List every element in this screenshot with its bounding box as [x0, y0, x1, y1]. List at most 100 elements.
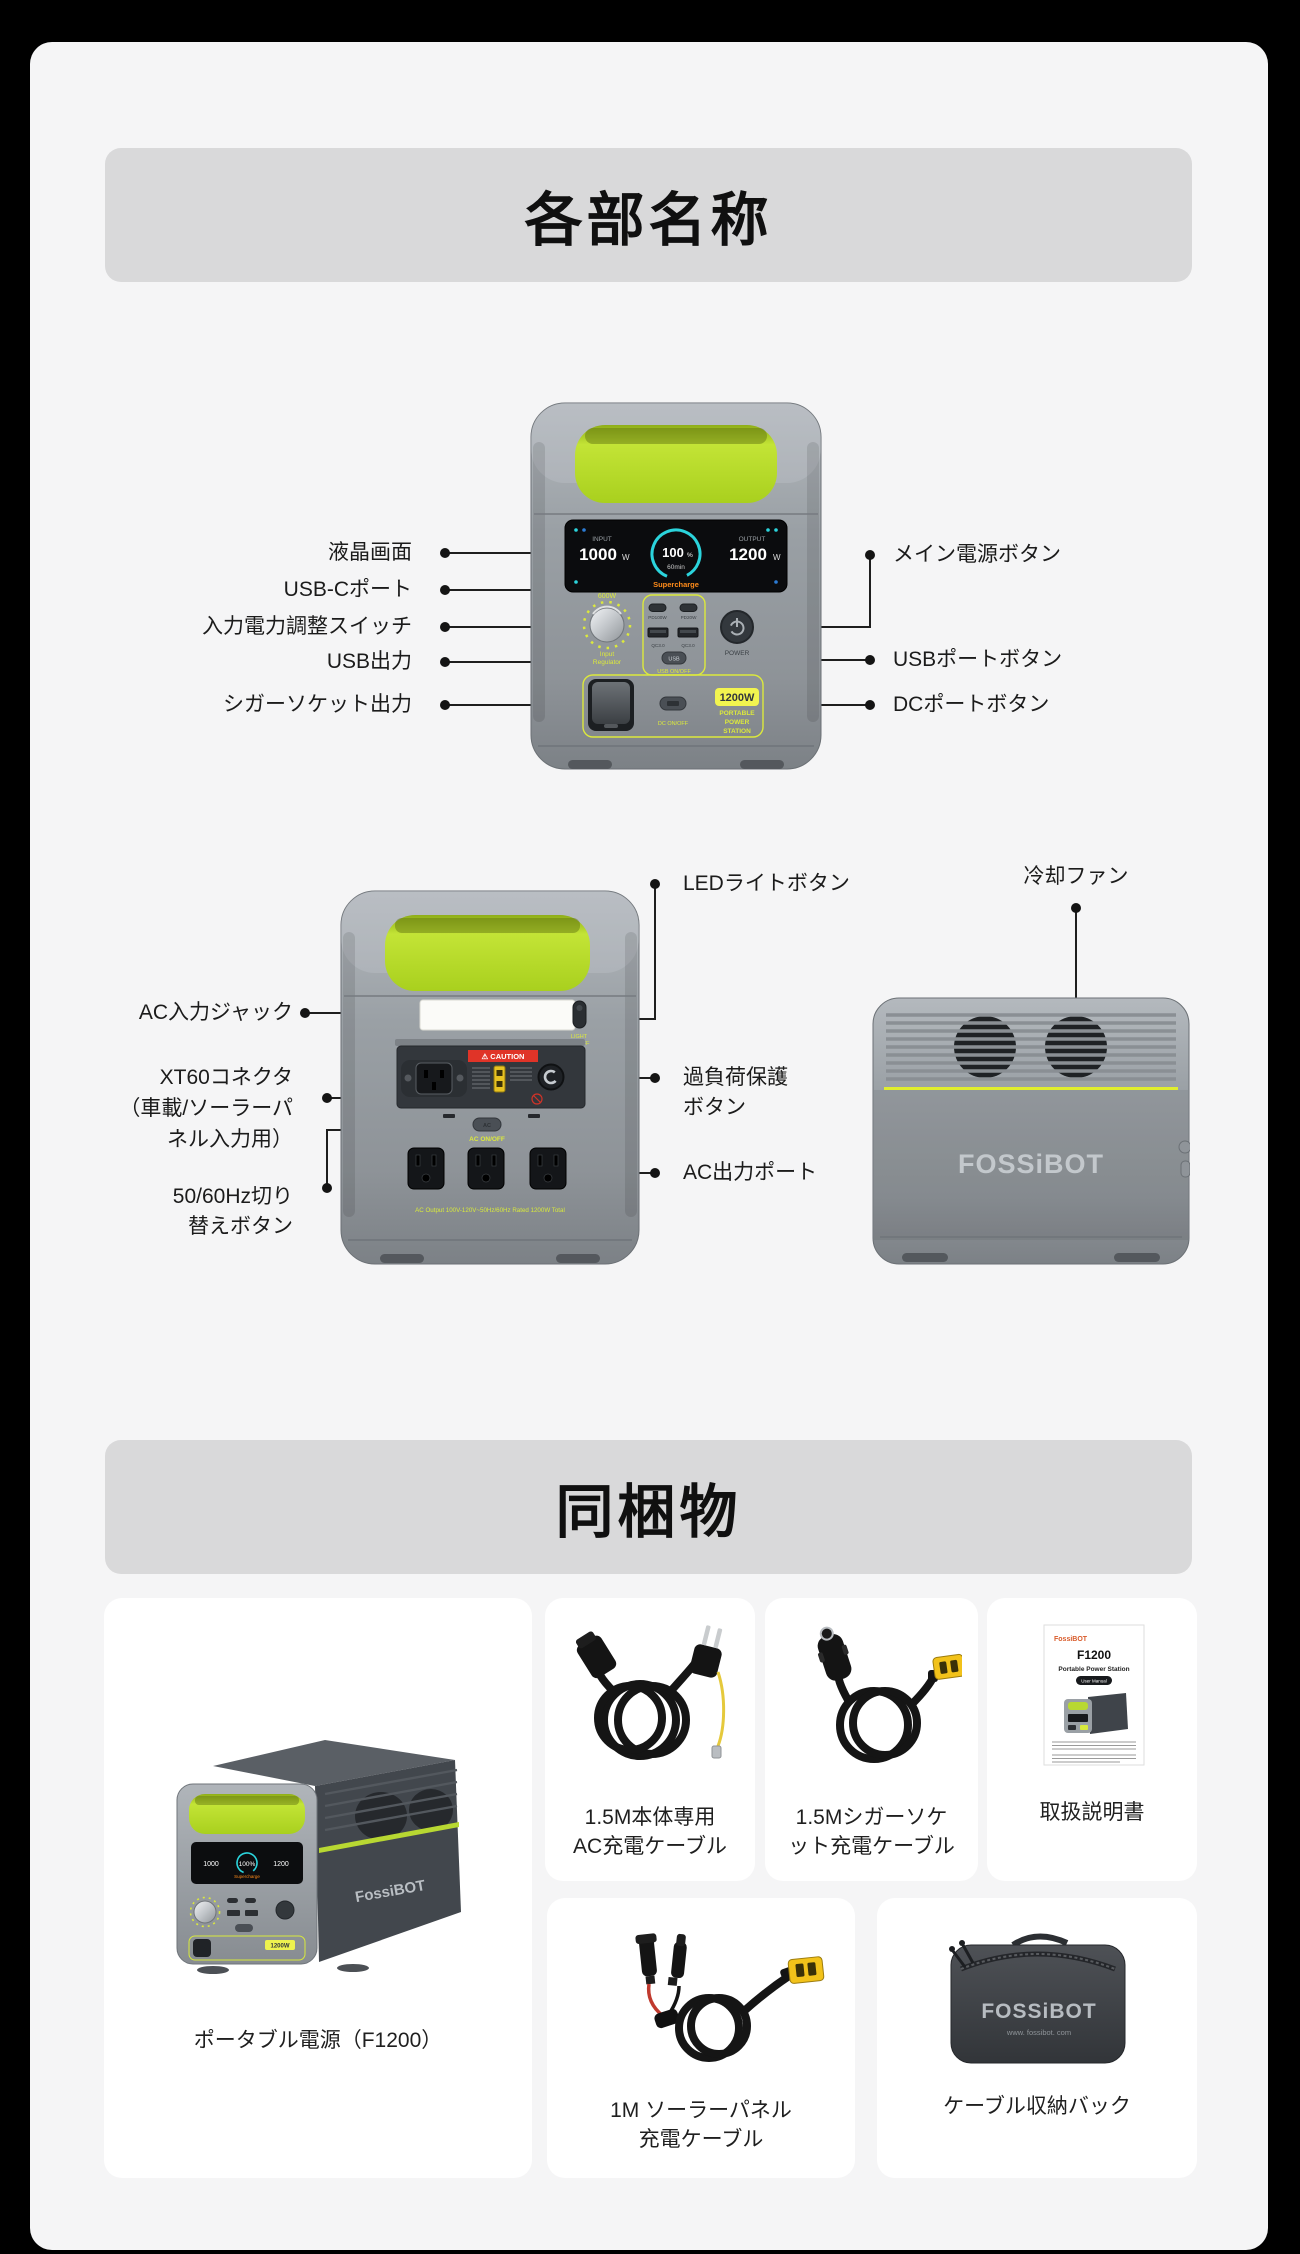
svg-text:POWER: POWER	[725, 719, 750, 726]
svg-text:USB: USB	[668, 657, 680, 663]
item-card-manual: FossiBOT F1200 Portable Power Station Us…	[987, 1598, 1197, 1881]
svg-text:100: 100	[662, 545, 684, 560]
power-button[interactable]: POWER	[720, 610, 754, 657]
item-caption: 1.5Mシガーソケ ット充電ケーブル	[788, 1806, 955, 1858]
no-flame-icon	[531, 1093, 543, 1105]
item-card-solar-cable: 1M ソーラーパネル 充電ケーブル	[547, 1898, 855, 2178]
svg-text:F1200: F1200	[1077, 1648, 1111, 1662]
svg-text:1200: 1200	[273, 1861, 289, 1868]
svg-text:⚠ CAUTION: ⚠ CAUTION	[482, 1052, 525, 1061]
svg-text:STATION: STATION	[723, 728, 751, 735]
usbc-port-pd100w[interactable]	[648, 603, 667, 612]
input-regulator-dial[interactable]: 600W Input Regulator	[582, 593, 632, 666]
svg-text:PD100W: PD100W	[648, 615, 667, 620]
usb-onoff-button[interactable]	[661, 651, 687, 665]
handle-recess	[575, 425, 777, 503]
svg-text:FOSSiBOT: FOSSiBOT	[981, 2000, 1096, 2023]
solar-cable-image	[635, 1933, 825, 2062]
section-included-title-band: 同梱物	[105, 1440, 1192, 1574]
svg-text:1000: 1000	[203, 1861, 219, 1868]
svg-text:USB ON/OFF: USB ON/OFF	[657, 669, 691, 675]
svg-text:1200W: 1200W	[720, 692, 755, 704]
section-parts-title-band: 各部名称	[105, 148, 1192, 282]
led-light-bar	[419, 999, 576, 1031]
label-cigarette-output: シガーソケット出力	[223, 693, 412, 716]
usb-panel: PD100W PD20W QC3.0 QC3.0 USB USB ON/OFF	[642, 594, 706, 676]
svg-text:W: W	[773, 553, 781, 562]
item-caption: 1M ソーラーパネル 充電ケーブル	[610, 2099, 792, 2151]
svg-text:100%: 100%	[239, 1861, 256, 1868]
svg-text:www. fossibot. com: www. fossibot. com	[1006, 2028, 1071, 2037]
svg-text:1200W: 1200W	[270, 1944, 289, 1950]
svg-text:QC3.0: QC3.0	[651, 643, 665, 648]
item-caption: ケーブル収納バック	[943, 2095, 1131, 2118]
power-icon	[729, 618, 745, 636]
svg-text:AC: AC	[483, 1123, 491, 1129]
item-card-bag: FOSSiBOT www. fossibot. com ケーブル収納バック	[877, 1898, 1197, 2178]
label-xt60-connector: XT60コネクタ （車載/ソーラーパ ネル入力用）	[119, 1066, 293, 1151]
label-usbc-port: USB-Cポート	[283, 578, 412, 601]
caution-banner	[468, 1050, 538, 1062]
label-usb-port-button: USBポートボタン	[893, 648, 1063, 671]
label-main-power-button: メイン電源ボタン	[893, 543, 1061, 566]
front-view-image: INPUT 1000 W 100 % 60min Supercharge OUT…	[530, 402, 822, 770]
svg-text:POWER: POWER	[725, 650, 750, 657]
svg-text:PD20W: PD20W	[681, 615, 697, 620]
svg-text:Supercharge: Supercharge	[234, 1874, 260, 1879]
svg-text:Regulator: Regulator	[593, 659, 622, 666]
item-caption: ポータブル電源（F1200）	[193, 2029, 443, 2052]
dc-panel: DC ON/OFF 1200W PORTABLE POWER STATION	[582, 674, 764, 738]
ac-onoff-button[interactable]: AC AC ON/OFF	[469, 1117, 505, 1143]
label-hz-switch-button: 50/60Hz切り 替えボタン	[172, 1185, 293, 1238]
svg-text:DC ON/OFF: DC ON/OFF	[658, 721, 689, 727]
item-card-station: FossiBOT 1000 100% 1200 Supercharge 1200…	[104, 1598, 532, 2178]
svg-text:AC ON/OFF: AC ON/OFF	[469, 1136, 505, 1143]
svg-text:PORTABLE: PORTABLE	[719, 710, 755, 717]
usbc-port-pd20w[interactable]	[679, 603, 698, 612]
ac-input-jack[interactable]	[401, 1060, 467, 1097]
station-image: FossiBOT 1000 100% 1200 Supercharge 1200…	[176, 1740, 461, 1974]
label-lcd-screen: 液晶画面	[328, 541, 412, 564]
side-view-image: FOSSiBOT	[872, 997, 1190, 1265]
included-title: 同梱物	[555, 1480, 742, 1545]
manual-image: FossiBOT F1200 Portable Power Station Us…	[1043, 1624, 1145, 1766]
item-caption: 取扱説明書	[1039, 1801, 1145, 1824]
rear-view-image: LIGHT ON/OFF ⚠ CAUTION	[340, 890, 640, 1265]
parts-title: 各部名称	[524, 188, 773, 253]
xt60-connector[interactable]	[493, 1065, 506, 1093]
vent-slats	[886, 1013, 1176, 1081]
svg-text:AC Output 100V-120V~50Hz/60Hz: AC Output 100V-120V~50Hz/60Hz Rated 1200…	[415, 1207, 565, 1214]
svg-text:Portable Power Station: Portable Power Station	[1058, 1666, 1129, 1673]
handle-recess	[385, 915, 590, 991]
label-ac-output-port: AC出力ポート	[683, 1161, 818, 1184]
svg-text:1200: 1200	[729, 545, 767, 564]
ac-cable-image	[575, 1625, 726, 1760]
overload-protection-button[interactable]	[537, 1063, 565, 1091]
content-card: 各部名称 同梱物	[30, 42, 1268, 2250]
label-dc-port-button: DCポートボタン	[893, 693, 1050, 716]
side-logo: FOSSiBOT	[958, 1149, 1104, 1179]
ac-outlets[interactable]	[407, 1147, 567, 1190]
power-rating-badge	[715, 688, 759, 706]
svg-text:W: W	[622, 553, 630, 562]
svg-text:60min: 60min	[667, 564, 685, 571]
svg-text:Supercharge: Supercharge	[653, 580, 699, 589]
svg-text:Input: Input	[600, 651, 615, 658]
svg-text:600W: 600W	[598, 593, 617, 600]
car-cable-image	[817, 1626, 962, 1763]
svg-text:INPUT: INPUT	[592, 536, 612, 543]
svg-text:%: %	[687, 552, 693, 559]
bag-image: FOSSiBOT www. fossibot. com	[949, 1933, 1126, 2064]
svg-text:User Manual: User Manual	[1081, 1679, 1107, 1684]
item-card-car-cable: 1.5Mシガーソケ ット充電ケーブル	[765, 1598, 978, 1881]
label-ac-input-jack: AC入力ジャック	[138, 1001, 293, 1024]
svg-text:1000: 1000	[579, 545, 617, 564]
label-usb-output: USB出力	[326, 650, 412, 673]
accent-line	[884, 1087, 1178, 1090]
svg-text:LIGHT: LIGHT	[571, 1034, 588, 1040]
item-card-ac-cable: 1.5M本体専用 AC充電ケーブル	[545, 1598, 755, 1881]
input-panel: ⚠ CAUTION	[396, 1045, 586, 1109]
label-overload-button: 過負荷保護 ボタン	[683, 1066, 788, 1119]
label-led-light-button: LEDライトボタン	[683, 872, 850, 895]
svg-text:OUTPUT: OUTPUT	[739, 536, 766, 543]
